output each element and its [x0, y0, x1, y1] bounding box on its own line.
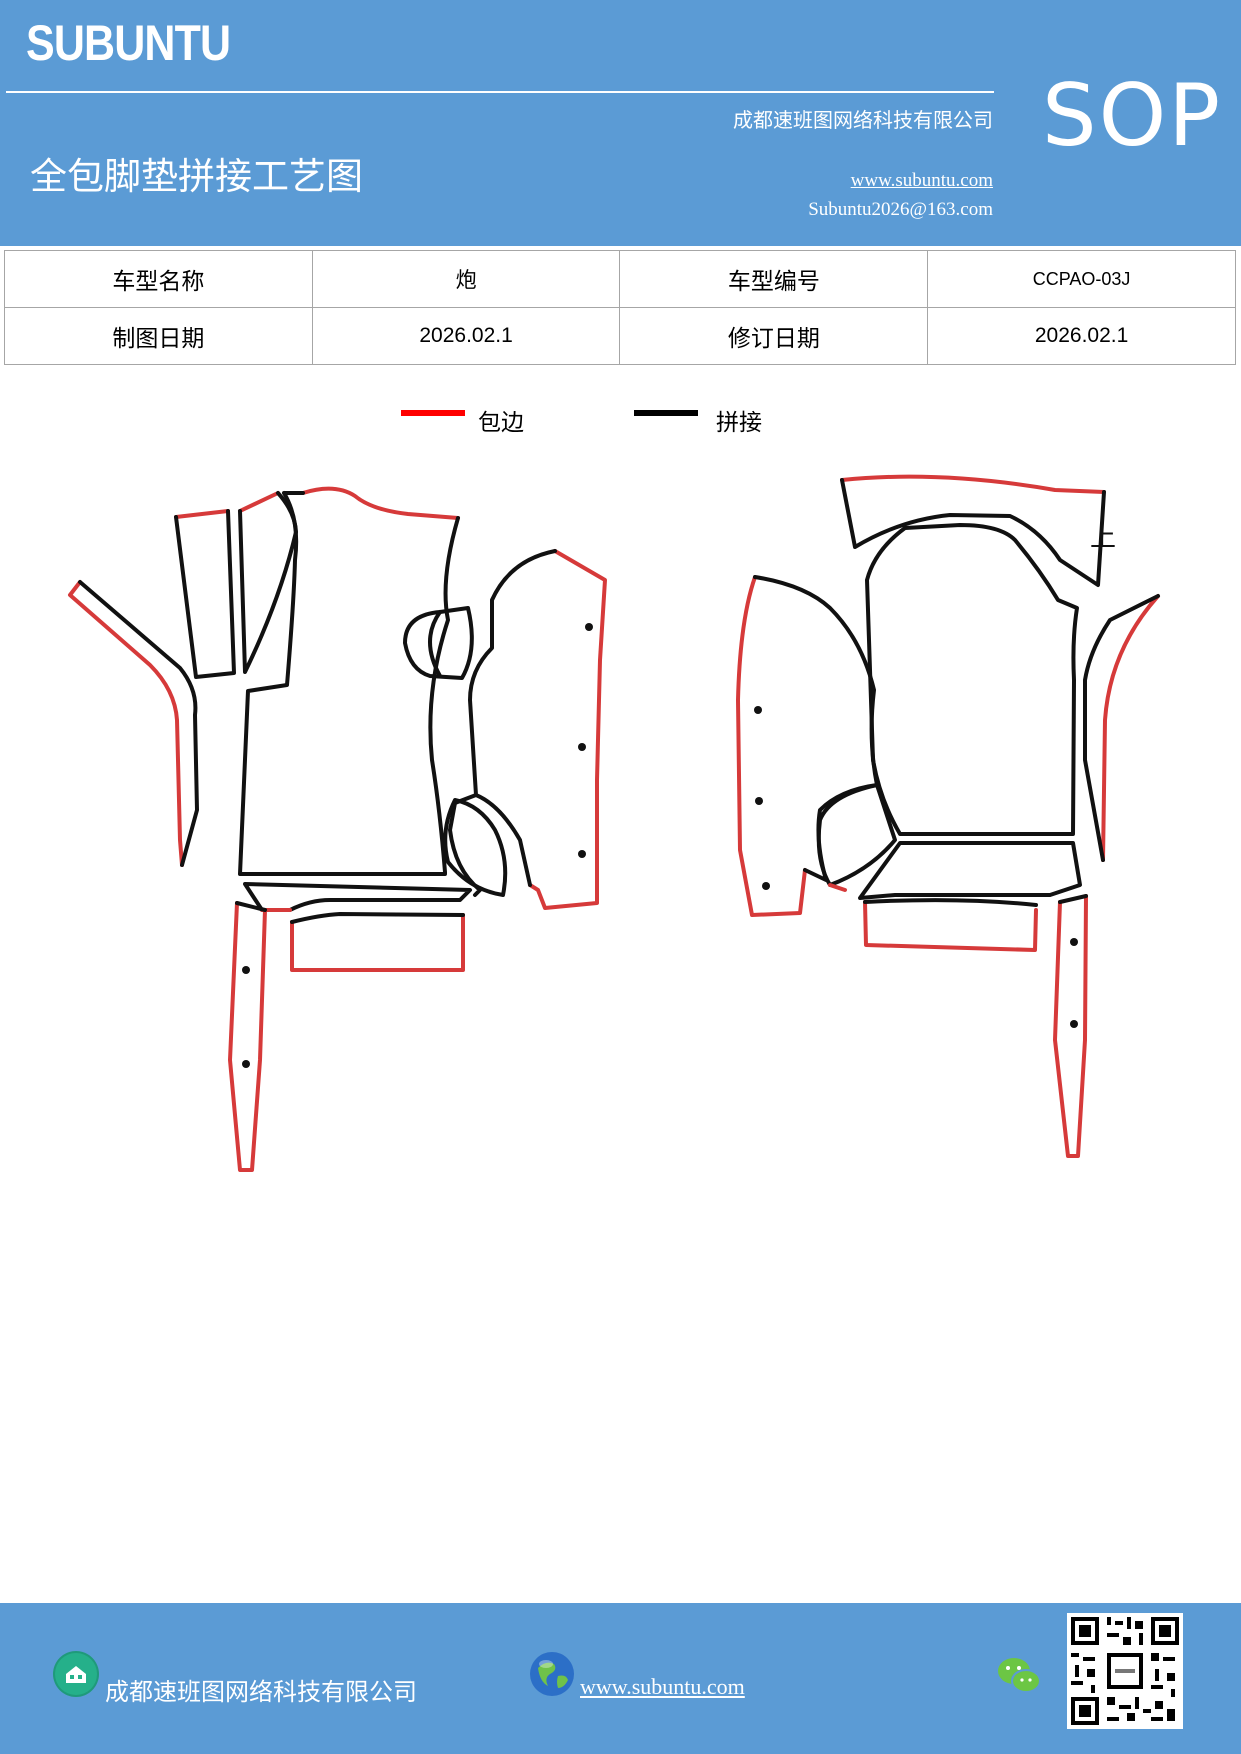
- table-row: 车型名称 炮 车型编号 CCPAO-03J: [4, 250, 1236, 308]
- qr-code: [1067, 1613, 1183, 1729]
- website-link[interactable]: www.subuntu.com: [850, 170, 993, 191]
- top-piece-edge: [840, 474, 1106, 494]
- company-name: 成都速班图网络科技有限公司: [733, 108, 993, 132]
- draw-date-value: 2026.02.1: [311, 307, 621, 365]
- header-banner: SUBUNTU 成都速班图网络科技有限公司 全包脚垫拼接工艺图 www.subu…: [0, 0, 1241, 246]
- revision-date-value: 2026.02.1: [927, 307, 1236, 365]
- footer-website-link[interactable]: www.subuntu.com: [580, 1674, 745, 1699]
- model-name-label: 车型名称: [4, 250, 313, 308]
- globe-icon: [530, 1652, 574, 1696]
- email-address: Subuntu2026@163.com: [808, 199, 993, 220]
- page-title: 全包脚垫拼接工艺图: [30, 155, 363, 198]
- orientation-marker: 上: [1090, 523, 1116, 553]
- vehicle-info-table: 车型名称 炮 车型编号 CCPAO-03J 制图日期 2026.02.1 修订日…: [4, 250, 1236, 365]
- top-piece-seam: [840, 478, 1106, 587]
- main-mat-seam: [238, 491, 460, 876]
- left-wing-edge: [68, 580, 184, 867]
- brand-logo: SUBUNTU: [26, 15, 231, 71]
- model-code-value: CCPAO-03J: [927, 250, 1236, 308]
- floor-mat-diagram: 上: [68, 474, 1160, 1172]
- header-divider: [6, 91, 994, 93]
- legend-seam-swatch: [634, 410, 698, 416]
- centre-mat-seam: [865, 523, 1079, 836]
- building-icon: [53, 1651, 99, 1697]
- revision-date-label: 修订日期: [619, 307, 929, 365]
- wechat-icon[interactable]: [996, 1655, 1042, 1697]
- model-name-value: 炮: [311, 250, 621, 308]
- table-row: 制图日期 2026.02.1 修订日期 2026.02.1: [4, 307, 1236, 365]
- model-code-label: 车型编号: [619, 250, 929, 308]
- right-panel-edge: [528, 549, 607, 910]
- left-mat-set: [68, 486, 607, 1172]
- legend-seam-label: 拼接: [716, 410, 762, 436]
- footer-company: 成都速班图网络科技有限公司: [105, 1678, 417, 1706]
- legend-edge-swatch: [401, 410, 465, 416]
- right-mat-set: 上: [736, 474, 1160, 1158]
- main-mat-edge: [301, 486, 460, 520]
- left-wing-seam: [78, 580, 199, 867]
- sop-badge: SOP: [1042, 66, 1223, 166]
- draw-date-label: 制图日期: [4, 307, 313, 365]
- legend-edge-label: 包边: [478, 410, 524, 436]
- footer-banner: 成都速班图网络科技有限公司 www.subuntu.com: [0, 1603, 1241, 1754]
